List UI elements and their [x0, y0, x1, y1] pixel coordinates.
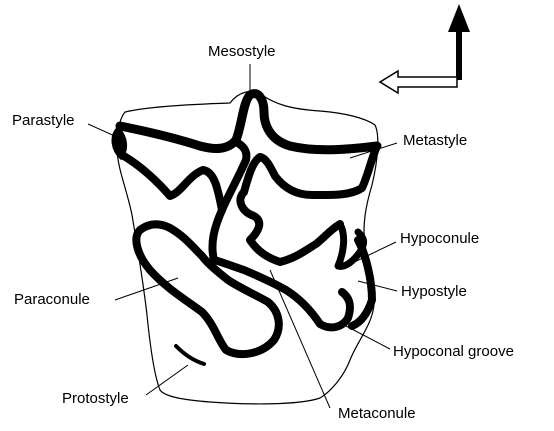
leader-protostyle: [146, 365, 188, 395]
label-protostyle: Protostyle: [62, 390, 129, 407]
enamel-first-loop: [122, 142, 246, 210]
label-metaconule: Metaconule: [338, 405, 416, 422]
leader-hypoconal-groove: [346, 326, 390, 349]
label-hypostyle: Hypostyle: [401, 283, 467, 300]
enamel-pattern: [113, 94, 377, 364]
label-metastyle: Metastyle: [403, 132, 467, 149]
label-hypoconule: Hypoconule: [400, 230, 479, 247]
enamel-upper-band: [120, 94, 377, 150]
left-arrow-icon: [380, 71, 457, 93]
up-arrow-icon: [448, 4, 470, 80]
orientation-arrows: [380, 4, 470, 93]
label-mesostyle: Mesostyle: [208, 43, 276, 60]
leader-parastyle: [88, 124, 117, 137]
leader-hypostyle: [358, 281, 397, 291]
enamel-protostyle: [176, 346, 204, 364]
enamel-central-band: [240, 192, 340, 262]
label-hypoconal-groove: Hypoconal groove: [393, 343, 514, 360]
label-paraconule: Paraconule: [14, 291, 90, 308]
label-parastyle: Parastyle: [12, 112, 75, 129]
